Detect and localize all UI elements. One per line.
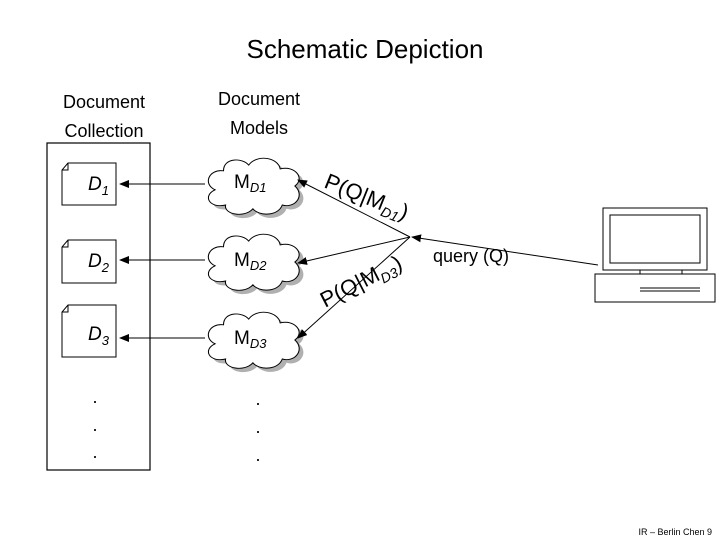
document-label-2: D2: [88, 251, 110, 275]
page-title: Schematic Depiction: [247, 34, 484, 64]
probability-label-d3: P(Q|MD3): [316, 250, 407, 315]
arrow-icon: [411, 234, 599, 266]
model-label-2: MD2: [234, 250, 267, 273]
models-ellipsis-dot: .: [255, 389, 260, 409]
models-header-line1: Document: [218, 89, 300, 109]
footer-text: IR – Berlin Chen 9: [638, 527, 712, 537]
arrow-icon: [297, 236, 411, 339]
collection-ellipsis-dot: .: [92, 387, 97, 407]
arrow-icon: [297, 179, 411, 238]
document-icon: [61, 239, 117, 284]
model-label-1: MD1: [234, 172, 266, 195]
models-header-line2: Models: [230, 118, 288, 138]
document-label-3: D3: [88, 324, 110, 348]
collection-header-line2: Collection: [64, 121, 143, 141]
model-label-3: MD3: [234, 328, 267, 351]
arrow-icon: [297, 236, 411, 265]
document-icon: [61, 162, 117, 206]
query-label: query (Q): [433, 246, 509, 266]
document-label-1: D1: [88, 174, 109, 198]
collection-ellipsis-dot: .: [92, 415, 97, 435]
document-icon: [61, 304, 117, 358]
models-ellipsis-dot: .: [255, 417, 260, 437]
models-ellipsis-dot: .: [255, 445, 260, 465]
collection-ellipsis-dot: .: [92, 442, 97, 462]
computer-icon: [594, 207, 716, 303]
collection-header-line1: Document: [63, 92, 145, 112]
